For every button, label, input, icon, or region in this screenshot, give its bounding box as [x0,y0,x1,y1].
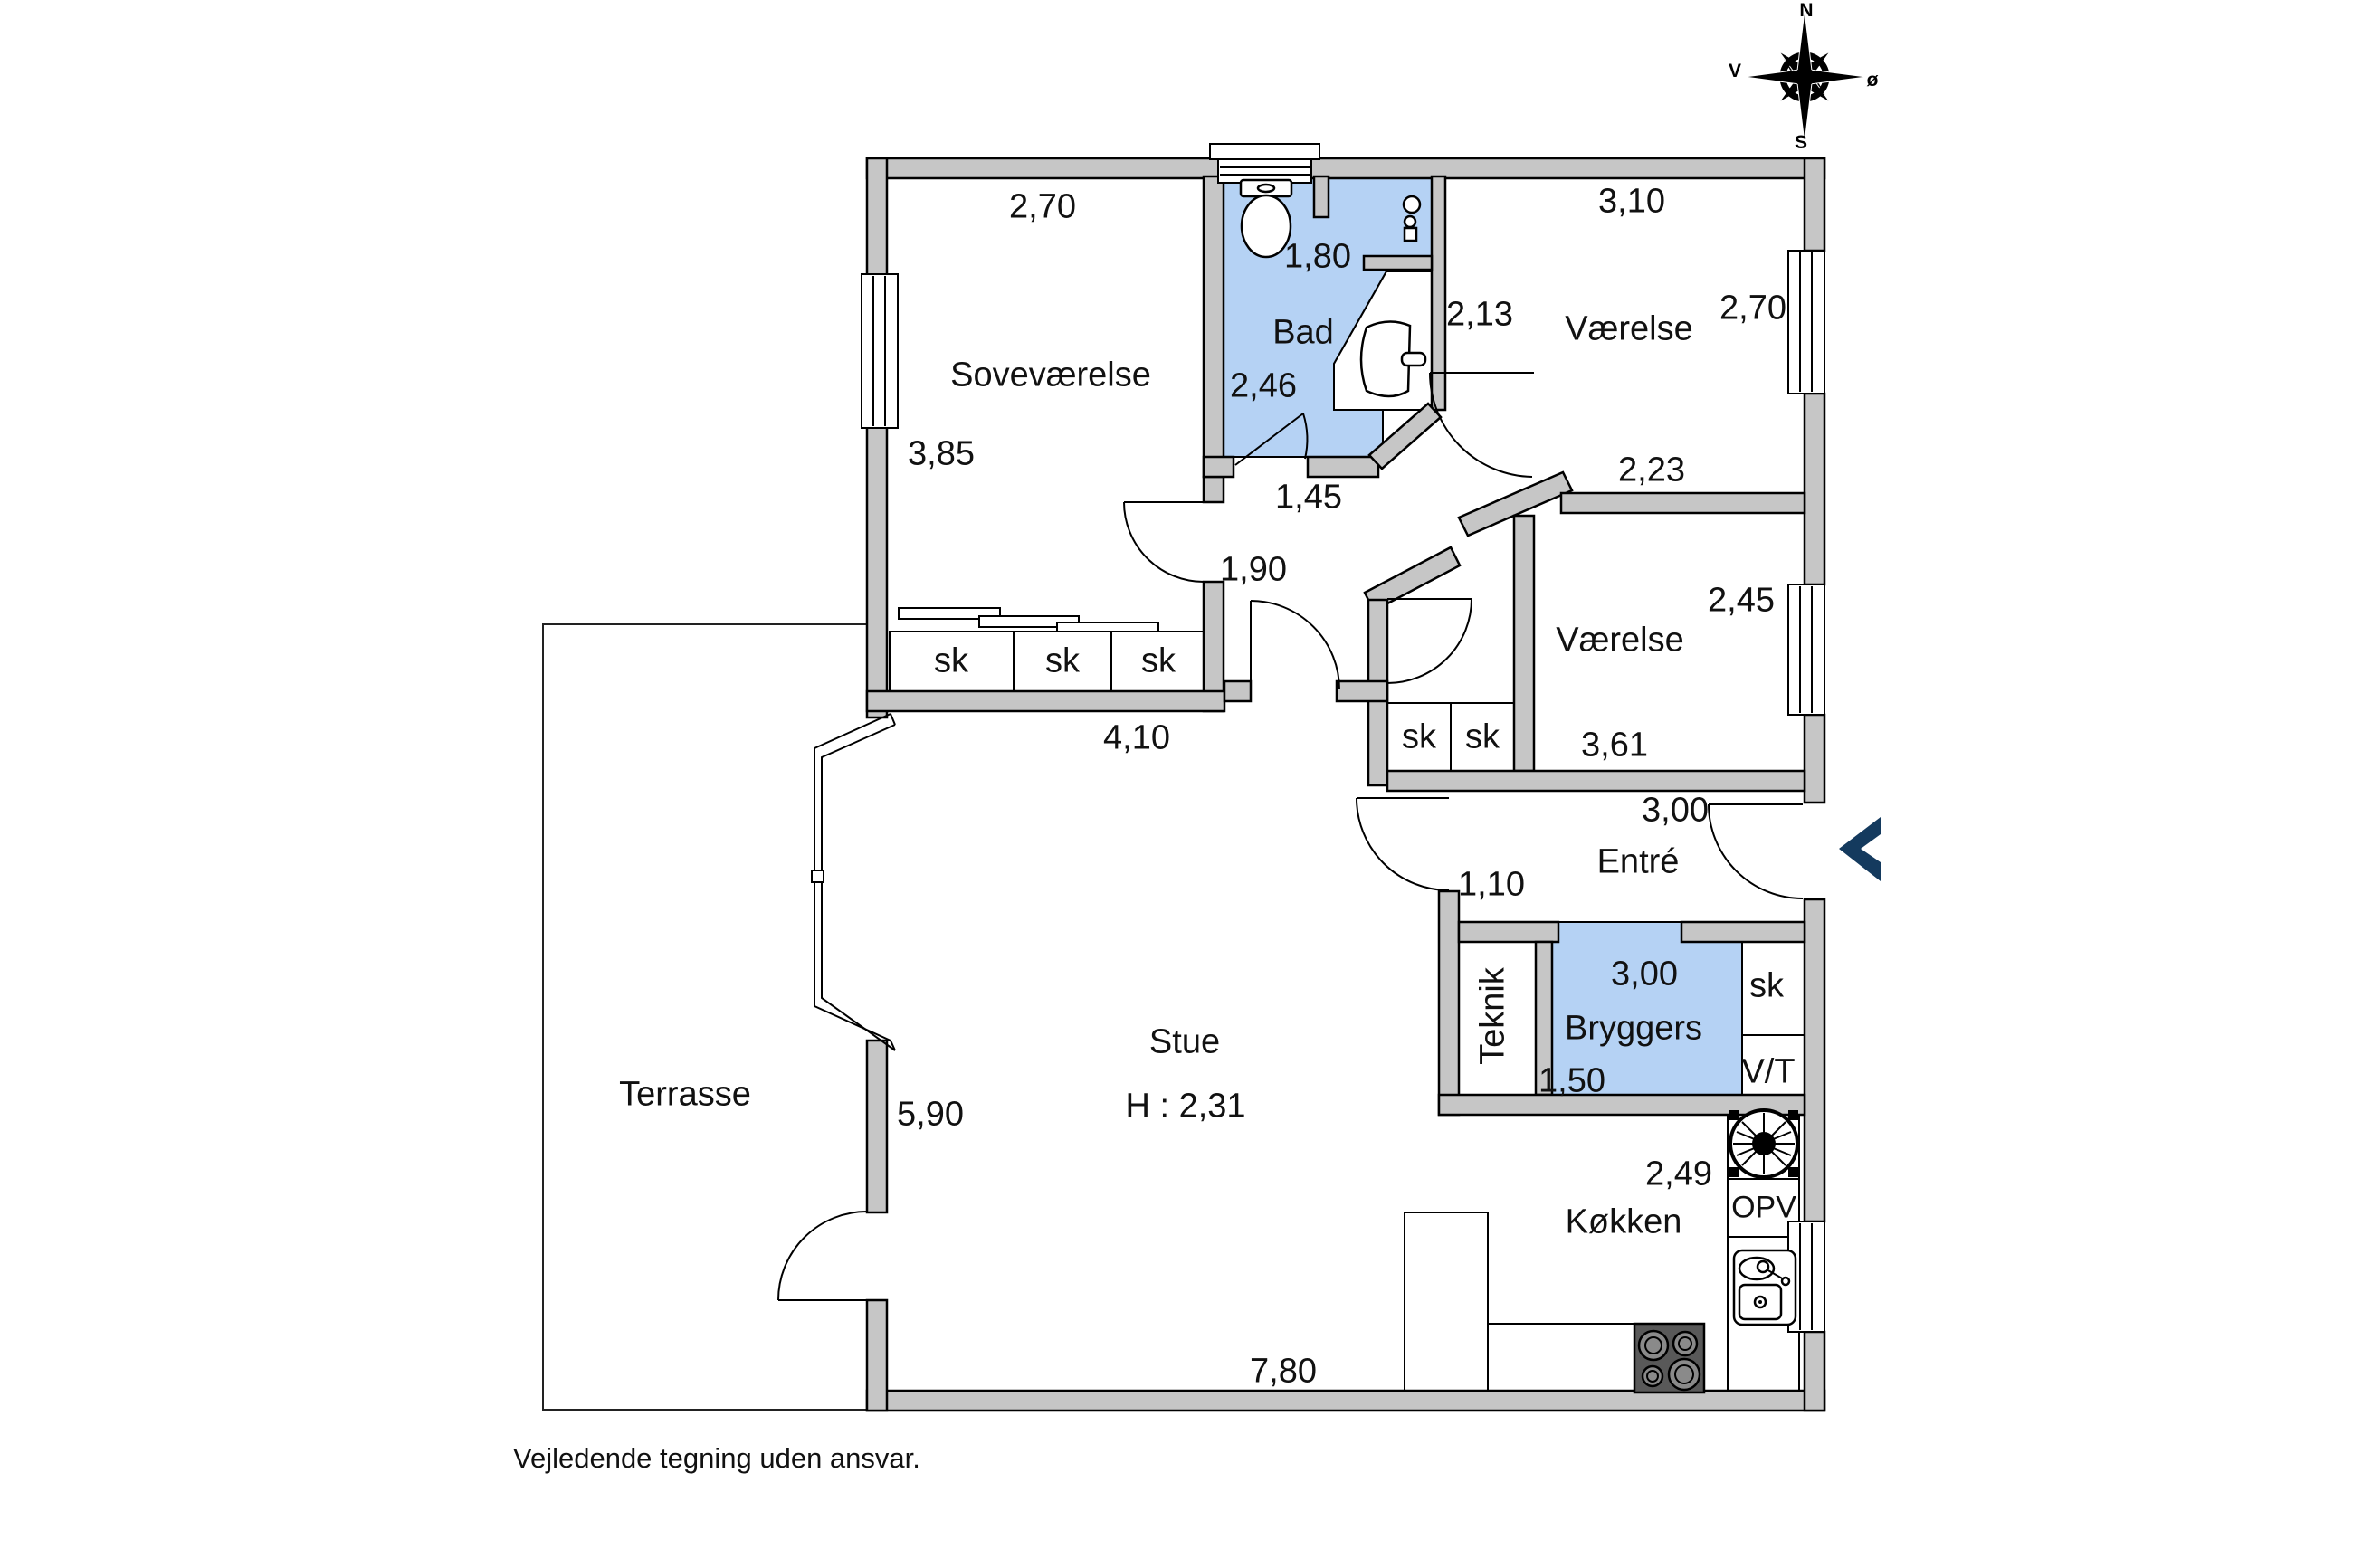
disclaimer-text: Vejledende tegning uden ansvar. [513,1442,920,1474]
door-sovevaerelse [1123,501,1205,583]
label-closet-2: sk [1045,641,1080,680]
label-vaerelse-ne: Værelse [1565,309,1693,348]
windows [811,143,1825,1333]
door-vaerelse-ne [1429,372,1534,478]
dim-entre-top: 3,00 [1642,791,1709,830]
door-stue-terrace [777,1211,868,1301]
door-vaerelse-e [1386,598,1472,684]
dim-sovevaerelse-side: 3,85 [908,434,975,473]
label-stue: Stue [1148,1022,1221,1061]
dim-stue-side: 5,90 [897,1095,964,1134]
fan-icon [1729,1108,1799,1179]
label-sovevaerelse: Soveværelse [950,356,1151,394]
label-stue-ceiling: H : 2,31 [1125,1087,1246,1126]
fixtures [1239,178,1799,1394]
walls [865,157,1826,1412]
dim-bryggers-top: 3,00 [1611,955,1678,993]
dim-stue-bottom: 7,80 [1250,1352,1317,1391]
compass-south-label: S [1794,132,1808,153]
dim-vaerelse-ne-bottom: 2,23 [1618,451,1685,489]
door-bad [1234,413,1309,466]
label-closet-5: sk [1465,717,1500,756]
label-vaerelse-e: Værelse [1556,621,1684,660]
shower-mixer-icon [1402,195,1422,242]
label-closet-3: sk [1141,641,1176,680]
label-teknik: Teknik [1473,967,1512,1065]
window-bad [1209,143,1320,184]
compass-rose-icon [1744,10,1867,144]
entrance-arrow-icon [1839,817,1881,881]
dim-vaerelse-e-bottom: 3,61 [1581,726,1648,765]
bay-window-stue [811,713,896,1051]
dim-sovevaerelse-top: 2,70 [1009,187,1076,226]
dim-vaerelse-ne-top: 3,10 [1598,182,1665,221]
label-closet-4: sk [1402,717,1436,756]
label-terrasse: Terrasse [619,1075,751,1114]
dim-vaerelse-e-window: 2,45 [1708,581,1775,620]
label-opv: OPV [1731,1190,1796,1225]
dim-vaerelse-ne-window: 2,70 [1720,289,1786,328]
dim-hall-mid: 1,90 [1220,550,1287,589]
compass-north-label: N [1799,0,1814,21]
door-front [1708,803,1804,899]
sink-icon [1732,1249,1797,1326]
compass-east-label: ø [1866,70,1879,90]
label-entre: Entré [1596,842,1680,881]
door-stue-hall [1250,600,1340,690]
label-koekken: Køkken [1565,1202,1682,1241]
dim-bad-side: 2,46 [1230,366,1297,405]
label-bryggers: Bryggers [1564,1009,1703,1048]
basin-icon [1359,320,1427,398]
dim-vaerelse-ne-hall: 2,13 [1446,295,1513,334]
stove-icon [1633,1322,1706,1394]
dim-bryggers-side: 1,50 [1538,1061,1605,1100]
compass-west-label: V [1728,61,1742,81]
dim-stue-top: 4,10 [1103,718,1170,757]
dim-bad-top: 1,80 [1284,237,1351,276]
window-vaerelse-ne [1787,250,1825,394]
label-closet-1: sk [934,641,968,680]
dim-entre-door: 1,10 [1458,865,1525,904]
doors [777,372,1804,1301]
door-entre-hall [1356,797,1450,891]
dim-hall-top: 1,45 [1275,478,1342,517]
label-vt: V/T [1741,1052,1796,1091]
toilet-icon [1239,178,1293,259]
label-closet-6: sk [1749,966,1784,1005]
label-bad: Bad [1272,313,1334,352]
window-vaerelse-e [1787,584,1825,716]
window-sovevaerelse [861,273,899,429]
dim-koekken: 2,49 [1645,1155,1712,1193]
